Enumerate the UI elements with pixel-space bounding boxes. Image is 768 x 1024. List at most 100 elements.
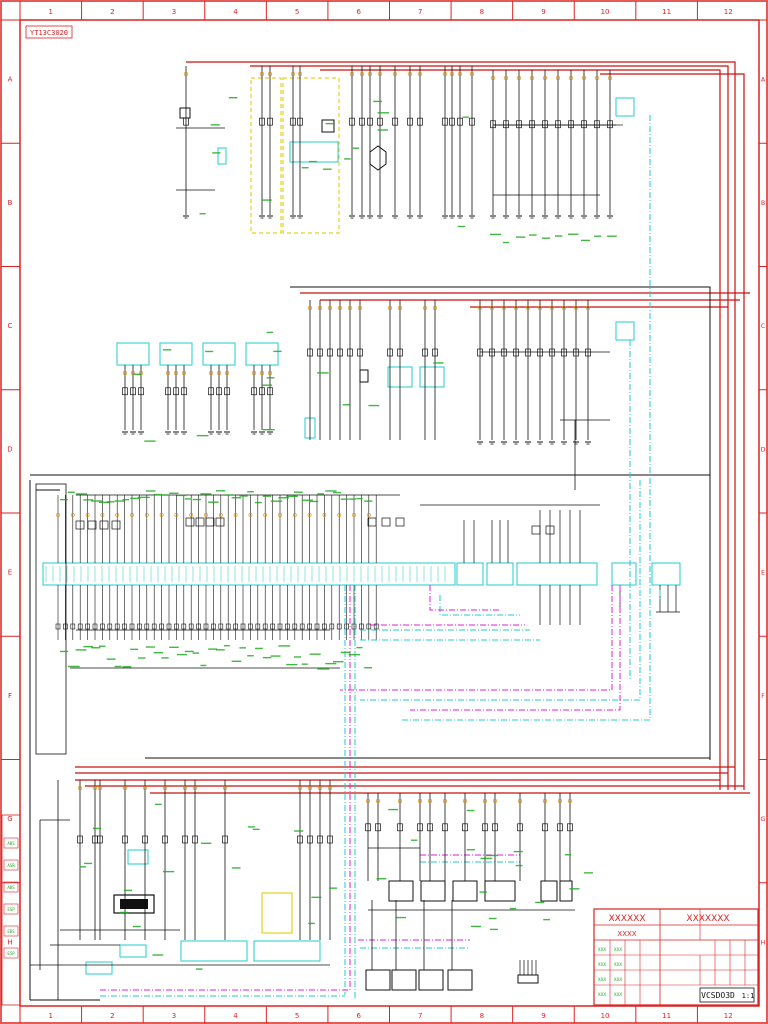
ground-buses <box>29 286 711 1001</box>
row-marker: C <box>8 322 13 330</box>
row-marker: F <box>8 692 12 700</box>
connector-block-c4 <box>611 562 637 586</box>
row-marker: B <box>761 200 765 207</box>
fuse-box-2 <box>282 77 340 234</box>
approval-label: XXX <box>598 947 606 953</box>
column-marker: 7 <box>418 1012 422 1020</box>
column-marker: 8 <box>480 8 484 16</box>
column-marker: 5 <box>295 1012 299 1020</box>
display-screen <box>120 899 148 909</box>
left-panel-label: ABS <box>7 885 15 890</box>
module-d2 <box>420 880 446 902</box>
connector-block-c3 <box>516 562 598 586</box>
connector-block-c5 <box>651 562 681 586</box>
column-marker: 12 <box>724 8 733 16</box>
main-connector-strip <box>42 562 456 586</box>
module-d1 <box>388 880 414 902</box>
power-buses <box>75 61 750 794</box>
title-sheet-code: VCSDO3D <box>701 991 735 1000</box>
left-panel-label: ASR <box>7 863 15 868</box>
column-marker: 2 <box>110 8 114 16</box>
left-fuse-column <box>35 483 67 755</box>
column-marker: 5 <box>295 8 299 16</box>
relay-bottom-left-3 <box>85 961 113 975</box>
left-panel-label: ABS <box>7 841 15 846</box>
module-d9 <box>418 969 444 991</box>
column-marker: 1 <box>49 8 53 16</box>
left-panel-label: EBS <box>7 929 15 934</box>
title-scale: 1:1 <box>742 992 755 1000</box>
relay-b2 <box>419 366 445 388</box>
row-marker: D <box>761 446 766 453</box>
ecu-top-right <box>615 97 635 117</box>
connector-a2 <box>217 147 227 165</box>
row-marker: A <box>761 77 766 84</box>
approval-label: XXX <box>598 992 606 998</box>
column-marker: 7 <box>418 8 422 16</box>
relay-bottom-left-2 <box>119 944 147 958</box>
row-marker: F <box>761 693 765 700</box>
fuse-box-1 <box>250 77 282 234</box>
row-marker: G <box>761 816 766 823</box>
column-marker: 6 <box>356 1012 361 1020</box>
row-marker: G <box>7 815 12 823</box>
approval-label: XXX <box>614 977 622 983</box>
module-d10 <box>447 969 473 991</box>
row-marker: E <box>761 570 765 577</box>
left-panel-label: ESP <box>7 907 15 912</box>
module-d8 <box>391 969 417 991</box>
approval-label: XXX <box>614 992 622 998</box>
row-marker: E <box>8 569 12 577</box>
column-marker: 10 <box>601 1012 610 1020</box>
switch-box-a <box>321 119 335 133</box>
row-marker: C <box>761 323 765 330</box>
section-bottom-circuits <box>85 849 573 991</box>
relay-bottom-left <box>127 849 149 865</box>
column-marker: 12 <box>724 1012 733 1020</box>
module-d7 <box>365 969 391 991</box>
annotation-labels <box>60 97 617 970</box>
title-company: XXXXXX <box>609 914 646 924</box>
approval-label: XXX <box>598 977 606 983</box>
title-block <box>593 908 759 1006</box>
controller-bottom-a <box>180 940 248 962</box>
connector-strip-wires <box>55 494 680 669</box>
ecu-mid-right <box>615 321 635 341</box>
module-d5 <box>540 880 558 902</box>
controller-bottom-b <box>253 940 321 962</box>
row-marker: D <box>7 445 12 453</box>
sheet-code-box <box>699 987 755 1003</box>
module-d4 <box>484 880 516 902</box>
column-marker: 4 <box>233 1012 238 1020</box>
column-marker: 4 <box>233 8 238 16</box>
title-sub: XXXX <box>617 930 636 938</box>
column-marker: 9 <box>541 1012 545 1020</box>
fuse-box-bottom <box>261 892 293 934</box>
top-circuit-wires <box>176 66 623 219</box>
column-marker: 8 <box>480 1012 484 1020</box>
column-marker: 1 <box>49 1012 53 1020</box>
approval-label: XXX <box>614 947 622 953</box>
left-side-panel <box>1 814 21 1006</box>
column-marker: 3 <box>172 8 176 16</box>
column-marker: 11 <box>662 8 671 16</box>
column-marker: 10 <box>601 8 610 16</box>
connector-strip-pins <box>45 566 446 582</box>
connector-block-c1 <box>456 562 484 586</box>
module-d6 <box>559 880 573 902</box>
drawing-code-box <box>25 25 73 39</box>
column-marker: 9 <box>541 8 545 16</box>
column-marker: 3 <box>172 1012 176 1020</box>
column-marker: 2 <box>110 1012 114 1020</box>
approval-label: XXX <box>598 962 606 968</box>
column-marker: 11 <box>662 1012 671 1020</box>
bottom-circuit-wires <box>30 780 575 1000</box>
row-marker: A <box>8 76 13 84</box>
